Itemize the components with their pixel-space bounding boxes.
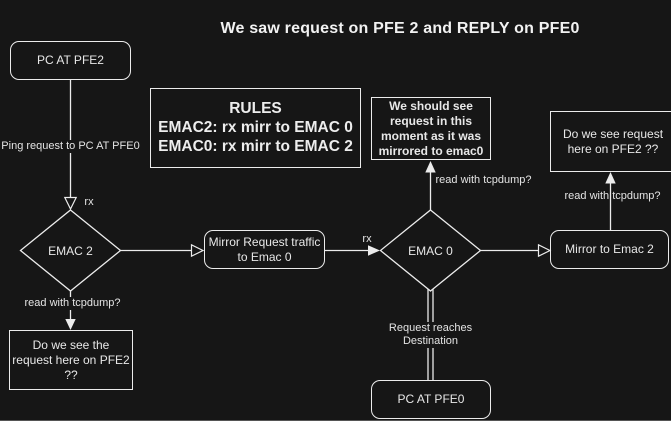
node-rules-box[interactable]: RULES EMAC2: rx mirr to EMAC 0 EMAC0: rx…: [150, 88, 361, 168]
node-do-we-see-request-top-label: Do we see request here on PFE2 ??: [562, 126, 664, 156]
connector-mirror-emac2-to-question-box: [605, 172, 616, 230]
connector-emac0-to-mirror-emac2: [480, 243, 552, 258]
connector-emac0-to-should-see-box: [425, 161, 436, 210]
edge-label-tcpdump-above-mirror: read with tcpdump?: [564, 190, 661, 202]
rules-line-2: EMAC0: rx mirr to EMAC 2: [158, 138, 353, 155]
node-mirror-request-traffic[interactable]: Mirror Request traffic to Emac 0: [204, 230, 325, 269]
node-mirror-to-emac2[interactable]: Mirror to Emac 2: [550, 230, 669, 269]
edge-label-rx-emac2: rx: [84, 196, 94, 208]
filled-arrowhead-right-icon: [368, 245, 380, 256]
edge-label-request-reaches-destination: Request reaches Destination: [360, 322, 501, 348]
connector-mirror-request-to-emac0: [325, 245, 380, 256]
edge-label-tcpdump-below-emac2: read with tcpdump?: [22, 297, 123, 310]
node-should-see-request[interactable]: We should see request in this moment as …: [371, 97, 491, 160]
filled-arrowhead-up-icon: [605, 172, 616, 184]
diagram-title: We saw request on PFE 2 and REPLY on PFE…: [220, 20, 580, 37]
node-should-see-request-label: We should see request in this moment as …: [378, 98, 484, 158]
connector-pcpfe2-to-emac2: [63, 80, 78, 211]
connector-emac2-to-question-box: [65, 290, 76, 330]
open-arrowhead-right-icon: [537, 243, 552, 258]
node-mirror-request-traffic-label: Mirror Request traffic to Emac 0: [208, 234, 321, 264]
node-pc-at-pfe0-label: PC AT PFE0: [397, 392, 465, 406]
rules-heading: RULES: [229, 100, 282, 117]
node-pc-at-pfe0[interactable]: PC AT PFE0: [371, 380, 491, 419]
node-do-we-see-request-bottom-label: Do we see the request here on PFE2 ??: [12, 337, 130, 382]
open-arrowhead-right-icon: [190, 243, 205, 258]
edge-label-ping-request: Ping request to PC AT PFE0: [0, 140, 141, 153]
node-mirror-to-emac2-label: Mirror to Emac 2: [565, 242, 654, 256]
node-do-we-see-request-top[interactable]: Do we see request here on PFE2 ??: [550, 111, 671, 172]
edge-label-rx-emac0: rx: [362, 233, 372, 245]
filled-arrowhead-up-icon: [425, 161, 436, 173]
node-do-we-see-request-bottom[interactable]: Do we see the request here on PFE2 ??: [9, 330, 133, 390]
edge-label-tcpdump-above-emac0: read with tcpdump?: [435, 174, 532, 186]
connector-emac2-to-mirror-request: [120, 243, 205, 258]
filled-arrowhead-down-icon: [65, 319, 76, 330]
emac0-diamond[interactable]: [379, 209, 482, 292]
emac2-diamond[interactable]: [19, 209, 122, 292]
open-arrowhead-down-icon: [63, 196, 78, 211]
node-pc-at-pfe2[interactable]: PC AT PFE2: [10, 41, 131, 80]
rules-line-1: EMAC2: rx mirr to EMAC 0: [158, 119, 353, 136]
node-pc-at-pfe2-label: PC AT PFE2: [37, 53, 104, 67]
